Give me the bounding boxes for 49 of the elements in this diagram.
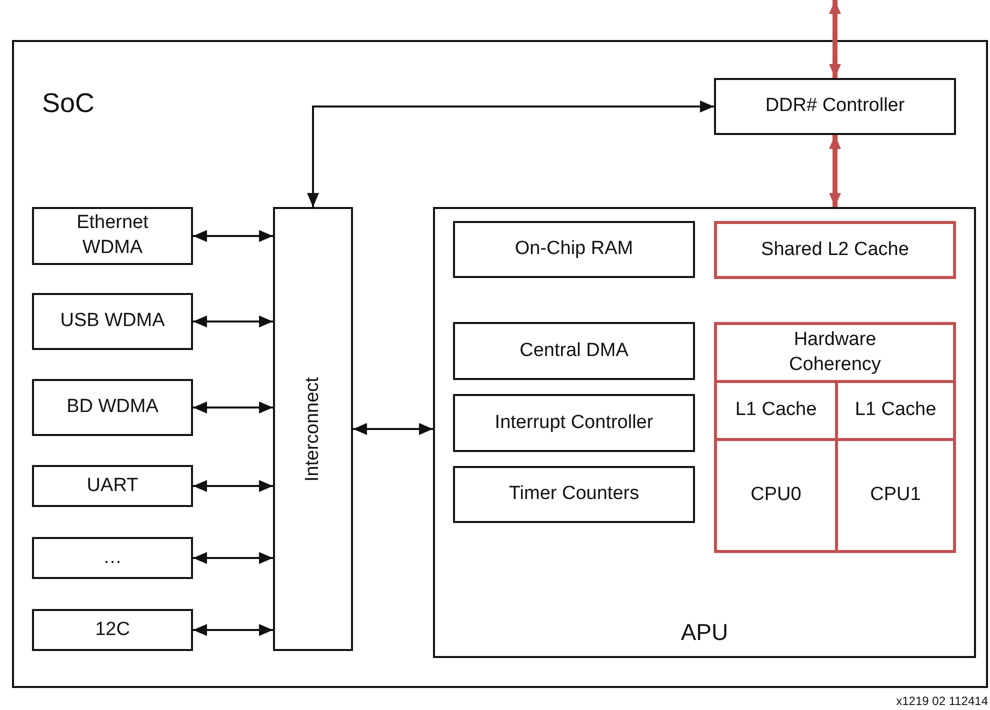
core-block xyxy=(714,221,956,279)
module-box xyxy=(32,609,193,651)
module-box xyxy=(32,537,193,579)
core-block xyxy=(714,322,956,383)
soc-container xyxy=(12,40,988,688)
figure-id: x1219 02 112414 xyxy=(896,694,988,708)
block-label: USB WDMA xyxy=(60,309,165,334)
block-label: Central DMA xyxy=(520,338,628,363)
block-label: 12C xyxy=(95,618,130,642)
block-label: BD WDMA xyxy=(66,395,158,420)
block-label: Ethernet WDMA xyxy=(76,211,150,260)
block-label: Timer Counters xyxy=(508,482,640,506)
arrow xyxy=(829,0,841,78)
module-box xyxy=(32,207,193,265)
controller-box xyxy=(714,78,956,135)
block-title: SoC xyxy=(42,87,95,120)
arrow xyxy=(353,423,433,435)
block-label: CPU0 xyxy=(750,483,802,508)
block-label: … xyxy=(103,546,122,570)
core-block xyxy=(835,438,956,553)
arrow xyxy=(193,402,273,414)
module-box xyxy=(453,221,695,278)
block-label: Shared L2 Cache xyxy=(761,238,909,262)
arrow xyxy=(193,230,273,242)
core-block xyxy=(714,438,838,553)
block-label: L1 Cache xyxy=(735,398,817,422)
arrow xyxy=(829,135,841,207)
block-label: Interconnect xyxy=(300,376,324,482)
arrow xyxy=(307,100,714,207)
arrow xyxy=(193,316,273,328)
module-box xyxy=(453,322,695,380)
block-label: CPU1 xyxy=(870,483,921,508)
block-label: DDR# Controller xyxy=(765,94,905,118)
module-box xyxy=(32,379,193,436)
apu-container xyxy=(433,207,976,658)
interconnect-bar xyxy=(273,207,353,651)
module-box xyxy=(453,394,695,452)
block-label: Interrupt Controller xyxy=(494,410,654,435)
block-label: Hardware Coherency xyxy=(788,328,882,376)
module-box xyxy=(32,465,193,507)
arrow xyxy=(193,552,273,564)
block-label: On-Chip RAM xyxy=(514,237,634,262)
arrow xyxy=(193,480,273,492)
arrow xyxy=(193,624,273,636)
module-box xyxy=(32,293,193,350)
block-title: APU xyxy=(680,618,730,648)
block-label: UART xyxy=(86,474,138,498)
block-label: L1 Cache xyxy=(854,398,936,422)
module-box xyxy=(453,466,695,523)
